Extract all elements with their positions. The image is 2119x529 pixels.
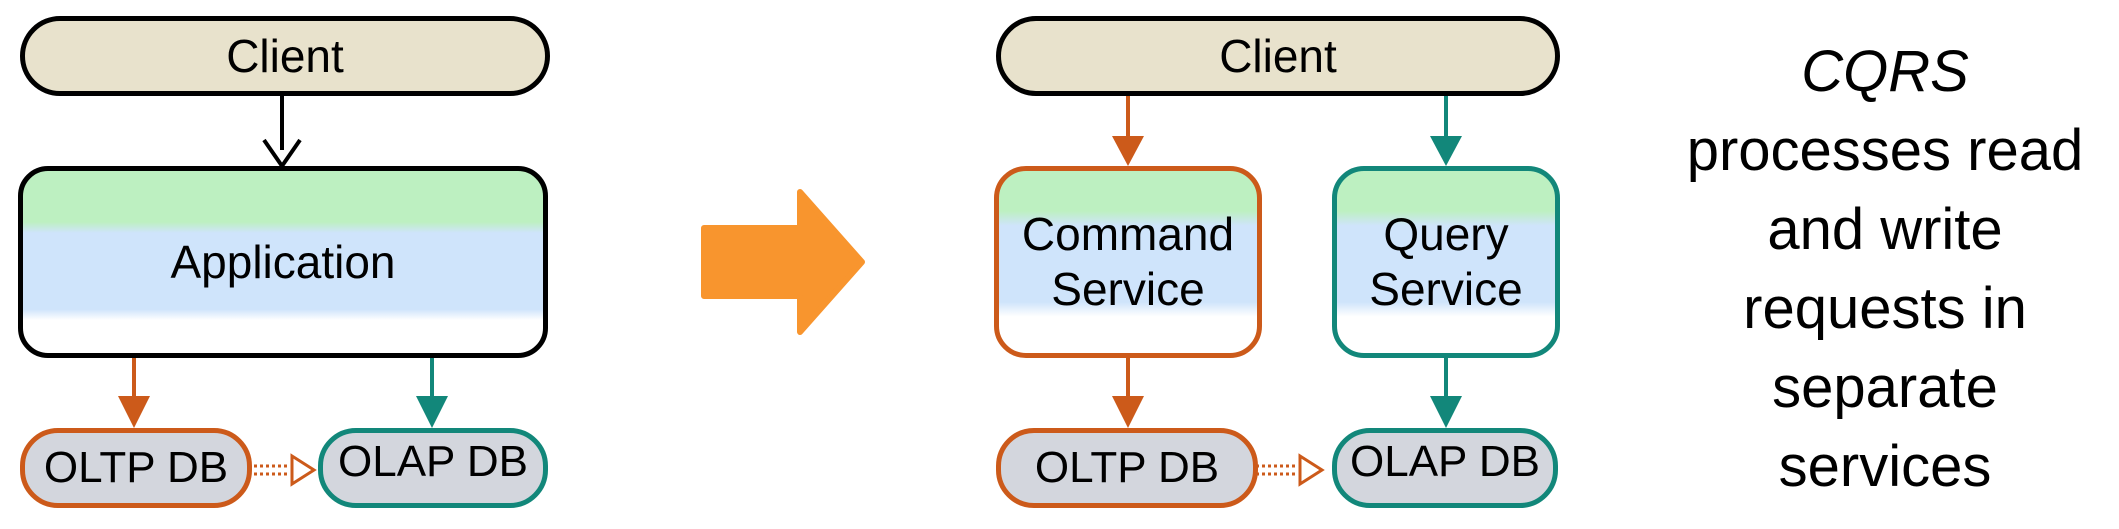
arrow-query-to-olap: [1430, 357, 1462, 428]
caption-emphasis: CQRS: [1801, 39, 1969, 104]
left-client-box: Client: [20, 16, 550, 96]
arrow-client-to-query: [1430, 96, 1462, 166]
left-client-label: Client: [226, 30, 344, 82]
right-client-box: Client: [996, 16, 1560, 96]
arrow-client-to-application: [262, 96, 302, 170]
left-oltp-db: OLTP DB: [20, 428, 252, 508]
right-client-label: Client: [1219, 30, 1337, 82]
command-service-label: Command Service: [1021, 207, 1235, 315]
left-olap-db: OLAP DB: [318, 428, 548, 508]
query-service-label: Query Service: [1369, 207, 1523, 315]
arrow-client-to-command: [1112, 96, 1144, 166]
application-box: Application: [18, 166, 548, 358]
right-oltp-db-label: OLTP DB: [1034, 443, 1220, 492]
right-oltp-db: OLTP DB: [996, 428, 1258, 508]
command-service-box: Command Service: [994, 166, 1262, 358]
cqrs-caption: CQRS processes read and write requests i…: [1665, 32, 2105, 506]
left-olap-db-label: OLAP DB: [338, 437, 528, 486]
right-olap-db-label: OLAP DB: [1350, 437, 1540, 486]
query-service-box: Query Service: [1332, 166, 1560, 358]
arrow-command-to-oltp: [1112, 357, 1144, 428]
caption-text: processes read and write requests in sep…: [1686, 118, 2084, 499]
transform-arrow: [701, 189, 865, 335]
arrow-application-to-oltp: [118, 357, 150, 428]
application-label: Application: [170, 236, 396, 288]
left-oltp-db-label: OLTP DB: [43, 443, 229, 492]
arrow-application-to-olap: [416, 357, 448, 428]
arrow-oltp-to-olap-left: [254, 453, 317, 487]
right-olap-db: OLAP DB: [1332, 428, 1558, 508]
arrow-oltp-to-olap-right: [1256, 453, 1325, 487]
